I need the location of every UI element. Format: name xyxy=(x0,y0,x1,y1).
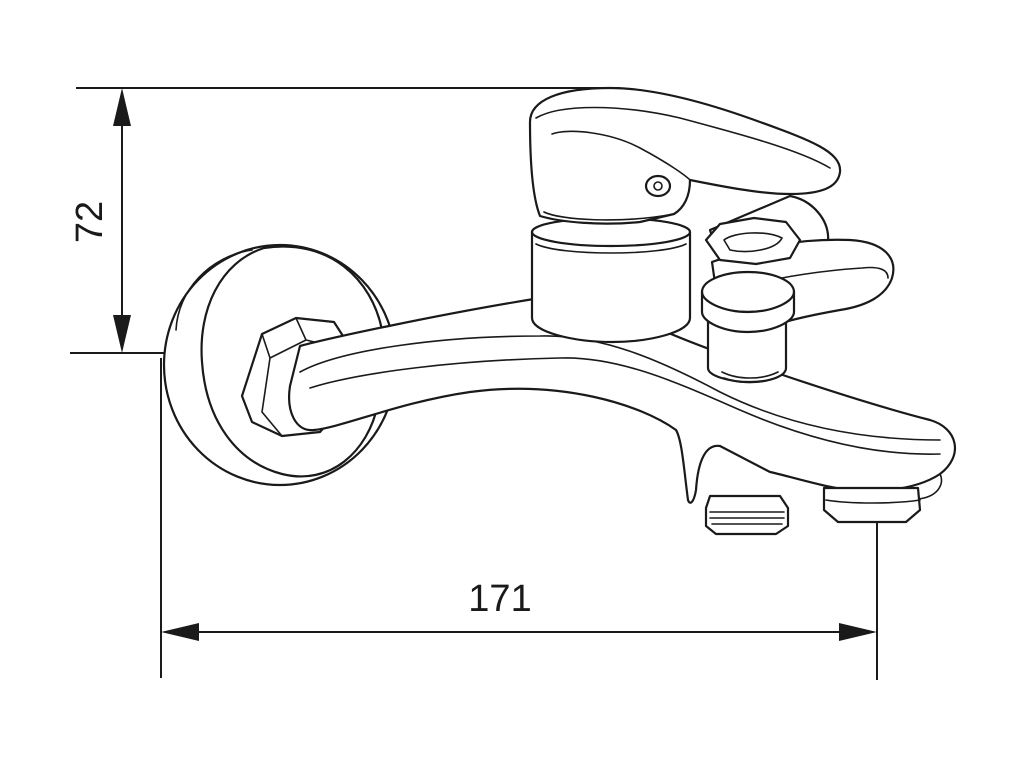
width-dimension-label: 171 xyxy=(468,578,531,620)
cartridge-band xyxy=(535,243,687,254)
height-arrow-bottom xyxy=(113,315,131,353)
height-arrow-top xyxy=(113,88,131,126)
handle-pivot-screw xyxy=(644,174,672,198)
width-arrow-right xyxy=(839,623,877,641)
diverter-knob-side xyxy=(700,290,796,334)
cartridge-body xyxy=(530,216,692,344)
shower-outlet-body xyxy=(822,486,922,524)
diverter-knob xyxy=(700,270,796,384)
spout-top-inner xyxy=(309,357,941,455)
cartridge-cylinder xyxy=(530,230,692,344)
width-arrow-left xyxy=(161,623,199,641)
handle-under-edge xyxy=(543,211,675,221)
pivot-screw-center xyxy=(653,181,663,191)
rosette-rim xyxy=(175,249,253,331)
width-dimension: 171 xyxy=(160,358,878,680)
handle-side-edge xyxy=(551,130,691,181)
shower-outlet xyxy=(822,486,922,524)
handle-top-edge xyxy=(535,106,831,169)
handle-lever xyxy=(528,86,842,225)
height-dimension: 72 xyxy=(69,87,620,354)
shower-outlet-edge xyxy=(825,499,921,504)
aerator-body xyxy=(704,494,790,536)
height-dimension-label: 72 xyxy=(69,201,111,243)
faucet xyxy=(162,86,957,536)
diverter-knob-thread xyxy=(721,371,779,384)
pivot-screw-head xyxy=(644,174,672,198)
aerator-outlet xyxy=(704,494,790,536)
aerator-thread xyxy=(709,511,785,525)
rear-hex-nut-inner xyxy=(723,232,783,253)
rear-hex-nut xyxy=(704,216,802,266)
mixer-handle xyxy=(528,86,842,225)
spout-top-edge xyxy=(299,335,941,441)
